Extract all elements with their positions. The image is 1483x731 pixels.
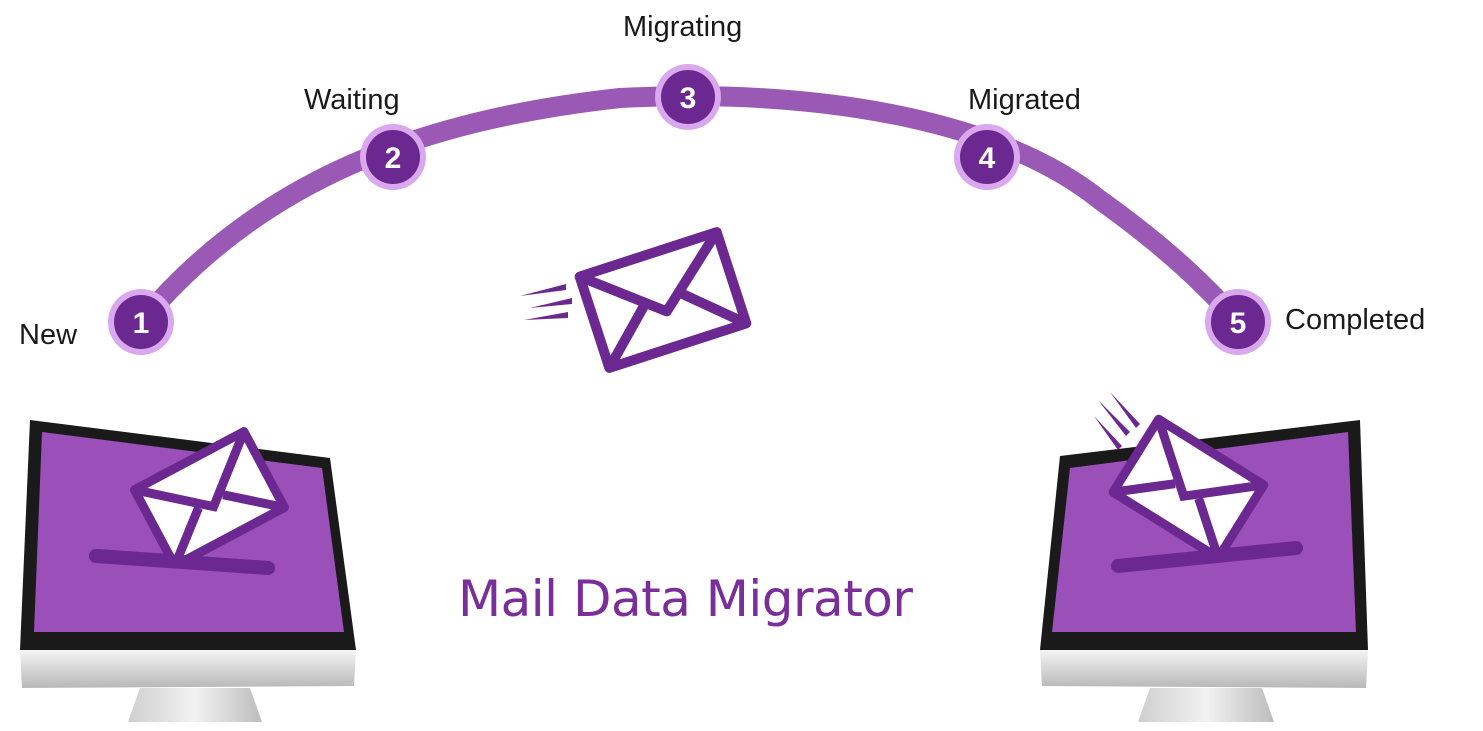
- progress-arc: [131, 86, 1248, 332]
- step-label-migrating: Migrating: [623, 11, 743, 43]
- source-computer: [20, 420, 356, 722]
- step-node-1: 1: [108, 289, 174, 355]
- speed-lines: [1094, 392, 1140, 450]
- step-node-2: 2: [360, 124, 426, 190]
- step-number-3: 3: [680, 82, 697, 115]
- step-node-5: 5: [1205, 289, 1271, 355]
- diagram-title: Mail Data Migrator: [458, 570, 913, 628]
- step-number-2: 2: [385, 142, 402, 175]
- speed-lines: [520, 284, 572, 320]
- step-number-5: 5: [1230, 307, 1247, 340]
- step-label-completed: Completed: [1285, 304, 1426, 336]
- target-computer: [1040, 392, 1368, 722]
- step-label-new: New: [19, 319, 78, 351]
- step-number-1: 1: [133, 307, 150, 340]
- envelope-icon: [1108, 414, 1269, 563]
- step-number-4: 4: [979, 142, 996, 175]
- envelope-icon: [129, 427, 289, 571]
- envelope-icon: [520, 227, 752, 373]
- step-label-waiting: Waiting: [304, 84, 400, 116]
- step-node-4: 4: [954, 124, 1020, 190]
- step-label-migrated: Migrated: [968, 84, 1081, 116]
- step-node-3: 3: [655, 64, 721, 130]
